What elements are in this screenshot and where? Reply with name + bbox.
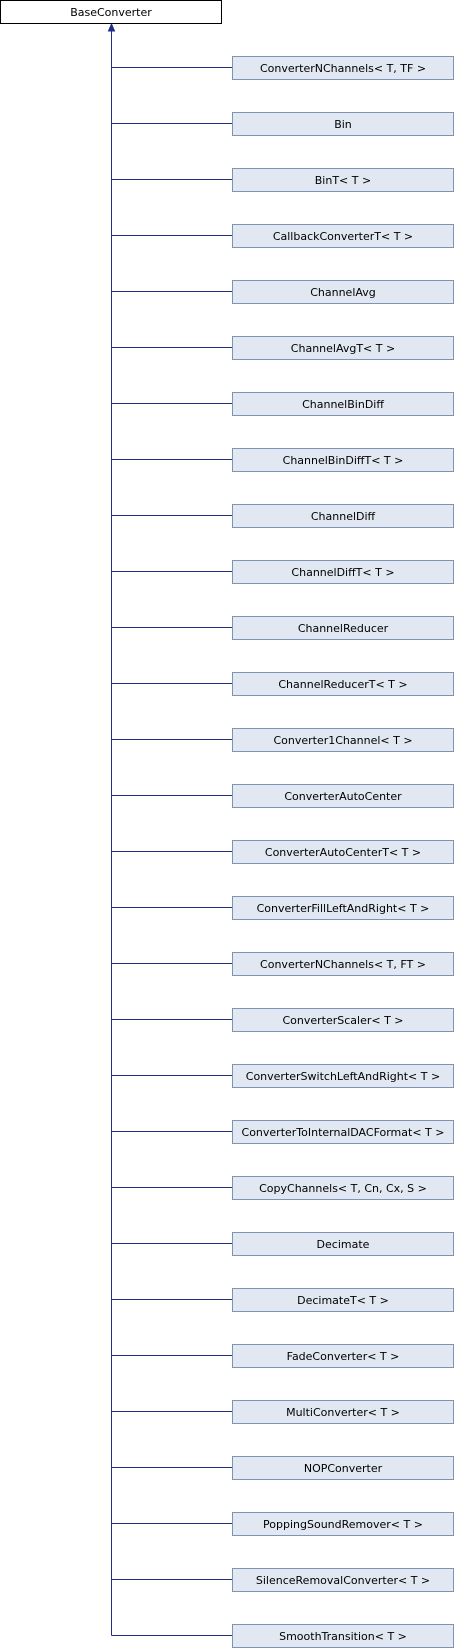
derived-class-label: CopyChannels< T, Cn, Cx, S > <box>259 1182 427 1195</box>
derived-class-node[interactable]: ChannelReducerT< T > <box>232 672 454 696</box>
derived-class-node[interactable]: Bin <box>232 112 454 136</box>
derived-class-label: ChannelBinDiffT< T > <box>283 454 404 467</box>
base-class-node[interactable]: BaseConverter <box>0 0 222 24</box>
derived-class-label: ConverterSwitchLeftAndRight< T > <box>246 1070 440 1083</box>
derived-class-label: ConverterNChannels< T, FT > <box>260 958 426 971</box>
derived-class-label: ConverterAutoCenterT< T > <box>265 846 421 859</box>
derived-class-label: Converter1Channel< T > <box>273 734 412 747</box>
derived-class-label: ChannelBinDiff <box>302 398 384 411</box>
derived-class-label: ConverterNChannels< T, TF > <box>260 62 426 75</box>
derived-class-node[interactable]: ConverterAutoCenter <box>232 784 454 808</box>
derived-class-label: ConverterFillLeftAndRight< T > <box>257 902 430 915</box>
derived-class-label: NOPConverter <box>304 1462 383 1475</box>
derived-class-node[interactable]: ConverterNChannels< T, TF > <box>232 56 454 80</box>
derived-class-label: CallbackConverterT< T > <box>273 230 413 243</box>
derived-class-node[interactable]: ConverterFillLeftAndRight< T > <box>232 896 454 920</box>
derived-class-label: ConverterScaler< T > <box>282 1014 403 1027</box>
derived-class-node[interactable]: ConverterToInternalDACFormat< T > <box>232 1120 454 1144</box>
derived-class-label: ChannelDiffT< T > <box>291 566 394 579</box>
derived-class-node[interactable]: SmoothTransition< T > <box>232 1624 454 1648</box>
derived-class-node[interactable]: CallbackConverterT< T > <box>232 224 454 248</box>
derived-class-node[interactable]: NOPConverter <box>232 1456 454 1480</box>
derived-class-node[interactable]: ChannelDiff <box>232 504 454 528</box>
base-class-label: BaseConverter <box>70 6 152 19</box>
derived-class-label: ConverterAutoCenter <box>284 790 402 803</box>
derived-class-node[interactable]: DecimateT< T > <box>232 1288 454 1312</box>
derived-class-label: ChannelAvg <box>310 286 376 299</box>
derived-class-label: DecimateT< T > <box>297 1294 389 1307</box>
derived-class-node[interactable]: SilenceRemovalConverter< T > <box>232 1568 454 1592</box>
derived-class-node[interactable]: CopyChannels< T, Cn, Cx, S > <box>232 1176 454 1200</box>
derived-class-label: SilenceRemovalConverter< T > <box>256 1574 430 1587</box>
derived-class-label: ChannelReducerT< T > <box>278 678 407 691</box>
derived-class-label: BinT< T > <box>315 174 371 187</box>
derived-class-label: ChannelDiff <box>311 510 376 523</box>
inheritance-edges <box>107 22 232 1636</box>
derived-class-node[interactable]: ChannelBinDiffT< T > <box>232 448 454 472</box>
derived-class-label: SmoothTransition< T > <box>279 1630 407 1643</box>
derived-class-label: MultiConverter< T > <box>286 1406 400 1419</box>
derived-class-node[interactable]: ChannelDiffT< T > <box>232 560 454 584</box>
derived-class-node[interactable]: ChannelAvg <box>232 280 454 304</box>
inheritance-arrowhead <box>107 22 116 32</box>
derived-class-node[interactable]: Decimate <box>232 1232 454 1256</box>
derived-class-node[interactable]: ConverterNChannels< T, FT > <box>232 952 454 976</box>
derived-class-node[interactable]: ChannelReducer <box>232 616 454 640</box>
derived-class-label: Bin <box>334 118 352 131</box>
derived-class-node[interactable]: BinT< T > <box>232 168 454 192</box>
derived-class-node[interactable]: MultiConverter< T > <box>232 1400 454 1424</box>
derived-class-label: ChannelReducer <box>298 622 389 635</box>
derived-class-label: ConverterToInternalDACFormat< T > <box>242 1126 445 1139</box>
derived-class-node[interactable]: FadeConverter< T > <box>232 1344 454 1368</box>
derived-class-node[interactable]: ConverterAutoCenterT< T > <box>232 840 454 864</box>
derived-class-node[interactable]: ChannelBinDiff <box>232 392 454 416</box>
derived-class-label: PoppingSoundRemover< T > <box>263 1518 423 1531</box>
derived-class-node[interactable]: ChannelAvgT< T > <box>232 336 454 360</box>
derived-class-label: ChannelAvgT< T > <box>291 342 395 355</box>
derived-class-label: Decimate <box>317 1238 370 1251</box>
derived-class-label: FadeConverter< T > <box>287 1350 400 1363</box>
derived-class-node[interactable]: ConverterScaler< T > <box>232 1008 454 1032</box>
derived-class-node[interactable]: PoppingSoundRemover< T > <box>232 1512 454 1536</box>
derived-class-node[interactable]: ConverterSwitchLeftAndRight< T > <box>232 1064 454 1088</box>
derived-class-node[interactable]: Converter1Channel< T > <box>232 728 454 752</box>
